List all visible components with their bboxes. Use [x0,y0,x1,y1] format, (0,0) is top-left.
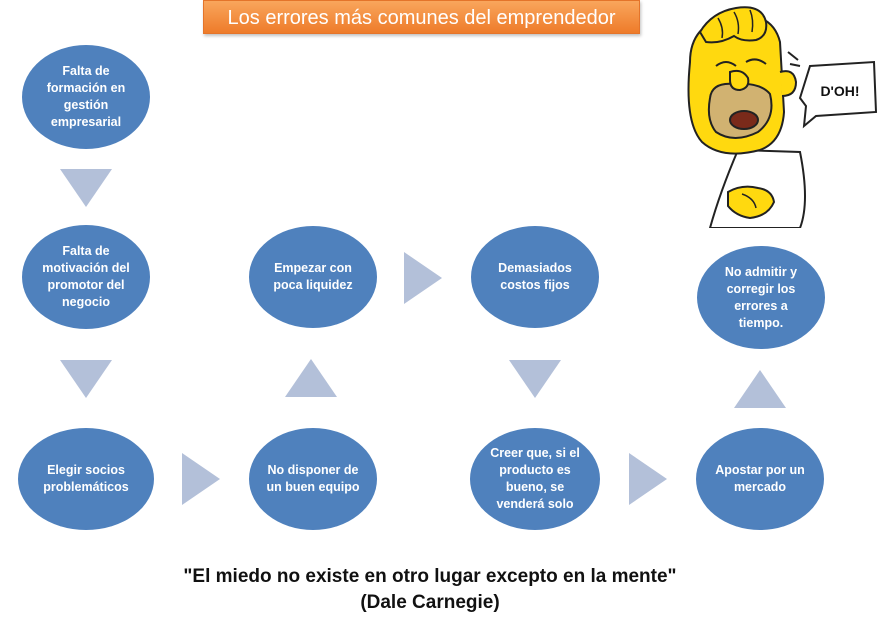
homer-doh-illustration: D'OH! [687,6,878,228]
arrow-right-2 [404,252,442,304]
arrow-right-3 [629,453,667,505]
arrow-up-2 [734,370,786,408]
node-no-disponer-equipo: No disponer de un buen equipo [249,428,377,530]
arrow-down-3 [509,360,561,398]
arrow-up-1 [285,359,337,397]
arrow-down-1 [60,169,112,207]
node-falta-formacion: Falta de formación en gestión empresaria… [22,45,150,149]
node-costos-fijos: Demasiados costos fijos [471,226,599,328]
node-elegir-socios: Elegir socios problemáticos [18,428,154,530]
node-apostar-mercado: Apostar por un mercado [696,428,824,530]
quote-author: (Dale Carnegie) [360,592,500,613]
quote-text: "El miedo no existe en otro lugar except… [183,566,677,587]
node-poca-liquidez: Empezar con poca liquidez [249,226,377,328]
node-creer-producto: Creer que, si el producto es bueno, se v… [470,428,600,530]
doh-text: D'OH! [820,83,859,99]
node-no-admitir-errores: No admitir y corregir los errores a tiem… [697,246,825,349]
title-banner: Los errores más comunes del emprendedor [203,0,640,34]
arrow-down-2 [60,360,112,398]
arrow-right-1 [182,453,220,505]
node-falta-motivacion: Falta de motivación del promotor del neg… [22,225,150,329]
